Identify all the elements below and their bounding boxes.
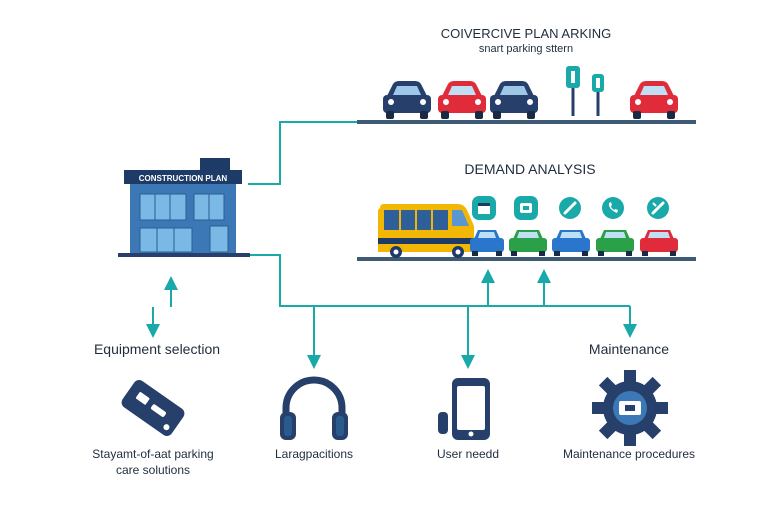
smartphone-icon (438, 378, 490, 440)
phone-icon (602, 197, 624, 219)
caption-gear: Maintenance procedures (562, 447, 696, 461)
construction-building-icon (118, 158, 250, 257)
caption-key-card-line1: Stayamt-of-aat parking (92, 447, 214, 461)
maintenance-title: Maintenance (588, 341, 670, 357)
car-navy-icon (383, 81, 431, 119)
gear-icon (592, 370, 668, 446)
parking-sign-icon (566, 66, 580, 116)
caption-key-card-line2: care solutions (115, 463, 191, 477)
connector-building-to-bottom (250, 254, 630, 307)
bus-icon (378, 204, 474, 258)
connector-building-to-top (248, 121, 357, 185)
parking-sign-icon (592, 74, 604, 116)
car-navy-icon (490, 81, 538, 119)
calendar-icon (472, 196, 496, 220)
car-blue-icon (552, 230, 590, 256)
top-subtitle: snart parking sttern (478, 43, 574, 55)
car-red-icon (630, 81, 678, 119)
key-card-icon (121, 380, 185, 436)
building-sign-text: CONSTRUCTION PLAN (139, 174, 228, 183)
car-badge-icon (514, 196, 538, 220)
caption-headphones: Laragpacitions (274, 447, 354, 461)
tools-icon (647, 197, 669, 219)
car-red-icon (640, 230, 678, 256)
car-blue-icon (470, 230, 504, 256)
car-green-icon (509, 230, 547, 256)
equipment-title: Equipment selection (93, 341, 221, 357)
caption-phone: User needd (436, 447, 500, 461)
wrench-icon (559, 197, 581, 219)
demand-title: DEMAND ANALYSIS (464, 161, 596, 177)
car-green-icon (596, 230, 634, 256)
top-title: COIVERCIVE PLAN ARKING (440, 26, 612, 41)
car-red-icon (438, 81, 486, 119)
connectors (146, 121, 637, 369)
headphones-icon (280, 376, 348, 440)
